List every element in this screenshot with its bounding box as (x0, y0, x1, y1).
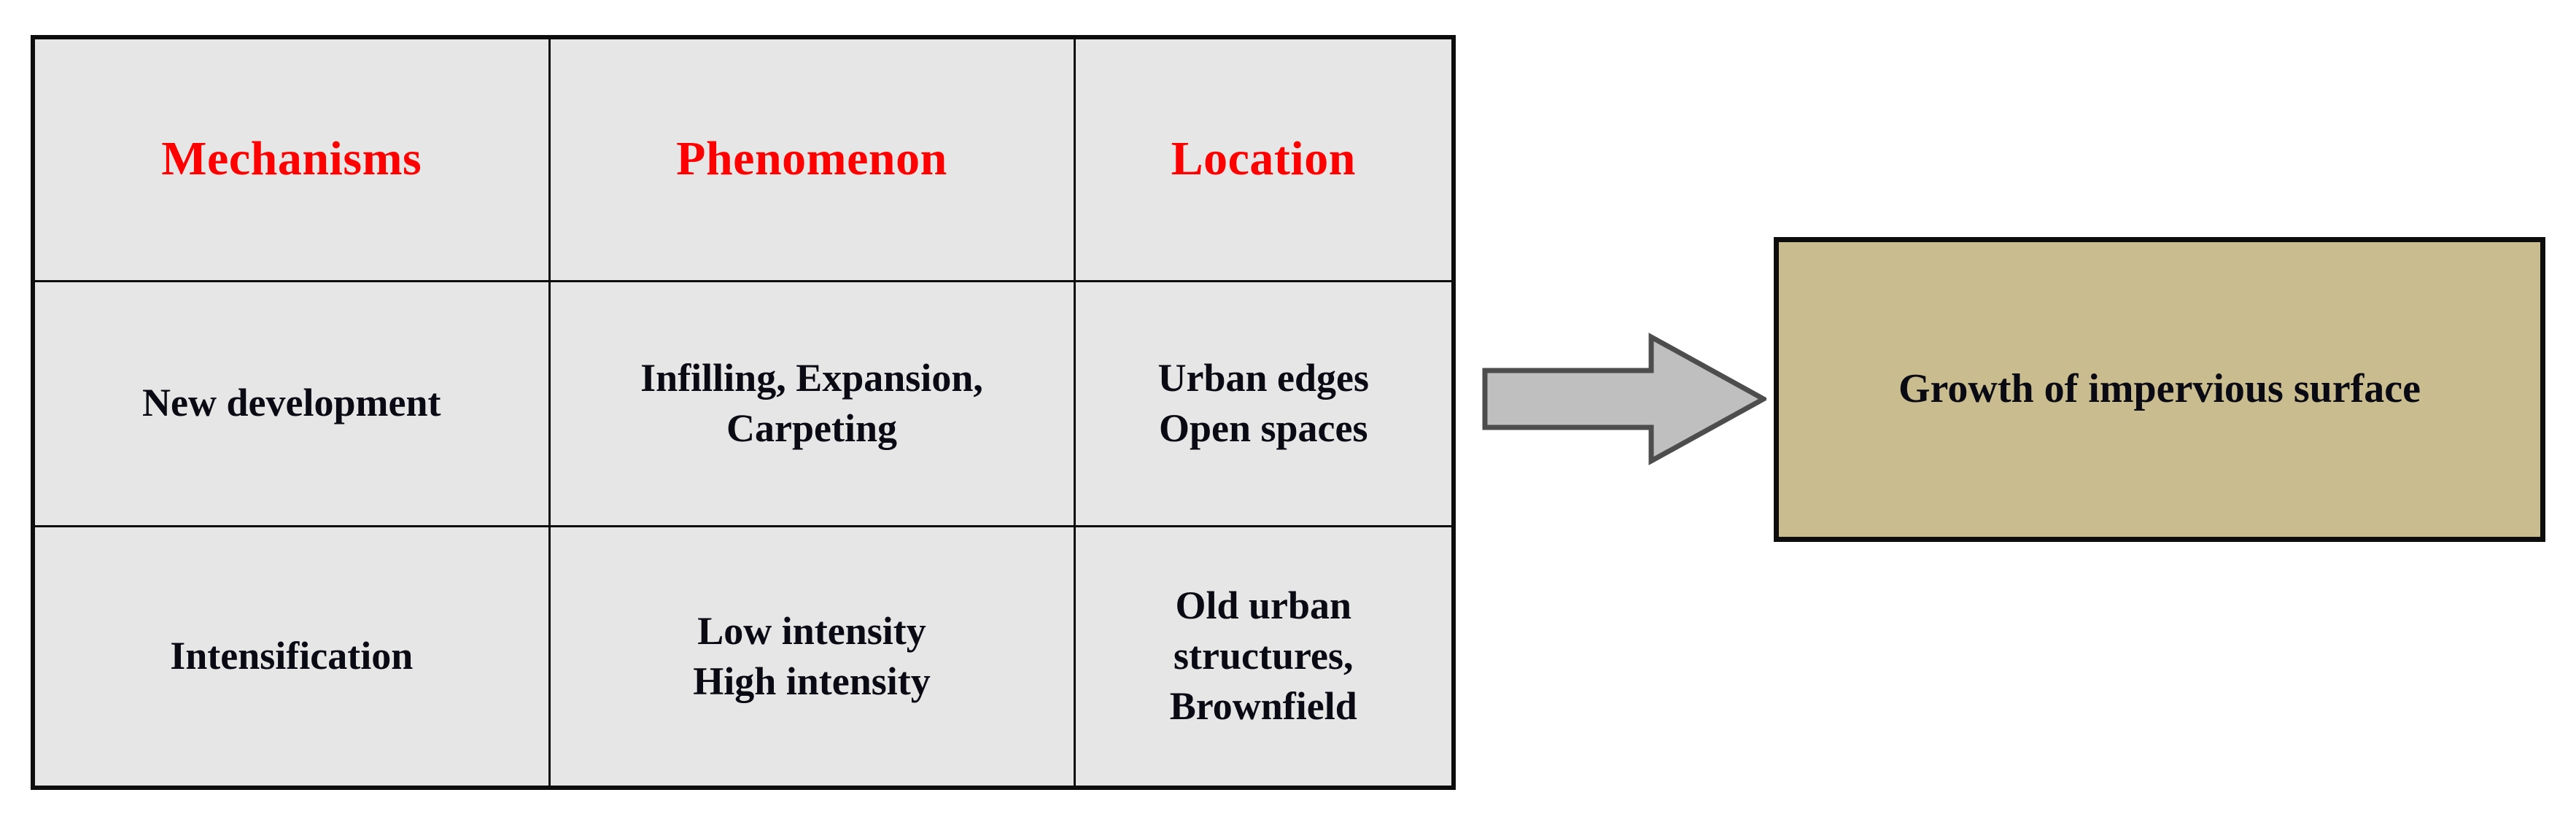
cell-mechanism-intensification-label: Intensification (170, 634, 414, 678)
table-row: Intensification Low intensity High inten… (31, 524, 1455, 789)
cell-phenomenon-new-development-label: Infilling, Expansion, Carpeting (558, 353, 1066, 454)
text-line: High intensity (693, 659, 931, 703)
cell-location-intensification: Old urban structures, Brownfield (1073, 524, 1455, 789)
table-row: New development Infilling, Expansion, Ca… (31, 279, 1455, 527)
right-block-arrow-icon (1482, 330, 1766, 468)
text-line: Open spaces (1158, 406, 1368, 450)
column-header-location: Location (1073, 36, 1455, 282)
text-line: structures, (1173, 634, 1354, 678)
cell-location-new-development: Urban edges Open spaces (1073, 279, 1455, 527)
cell-location-new-development-label: Urban edges Open spaces (1083, 353, 1445, 454)
cell-mechanism-new-development: New development (31, 279, 551, 527)
mechanism-table: Mechanisms Phenomenon Location New devel… (31, 35, 1456, 790)
cell-phenomenon-intensification-label: Low intensity High intensity (558, 606, 1066, 707)
text-line: Infilling, Expansion, (640, 355, 983, 400)
cell-phenomenon-new-development: Infilling, Expansion, Carpeting (548, 279, 1076, 527)
text-line: Low intensity (697, 608, 926, 653)
table-header-row: Mechanisms Phenomenon Location (31, 36, 1455, 282)
text-line: Urban edges (1157, 355, 1369, 400)
cell-mechanism-new-development-label: New development (142, 381, 441, 425)
column-header-location-label: Location (1171, 132, 1356, 186)
column-header-phenomenon-label: Phenomenon (676, 132, 947, 186)
cell-location-intensification-label: Old urban structures, Brownfield (1083, 581, 1445, 732)
cell-phenomenon-intensification: Low intensity High intensity (548, 524, 1076, 789)
text-line: Brownfield (1169, 684, 1357, 729)
outcome-box-label: Growth of impervious surface (1898, 366, 2421, 412)
column-header-mechanisms-label: Mechanisms (161, 132, 422, 186)
column-header-mechanisms: Mechanisms (31, 36, 551, 282)
text-line: Old urban (1175, 583, 1352, 628)
text-line: Carpeting (726, 406, 897, 450)
column-header-phenomenon: Phenomenon (548, 36, 1076, 282)
cell-mechanism-intensification: Intensification (31, 524, 551, 789)
outcome-box: Growth of impervious surface (1774, 237, 2545, 542)
